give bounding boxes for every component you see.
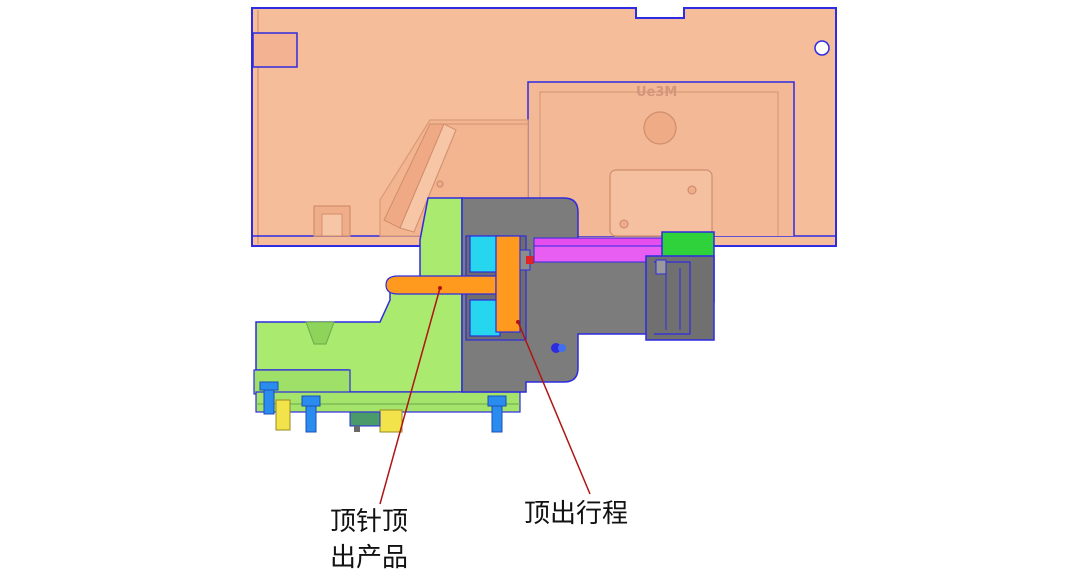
upper-mold-plate: Ue3M (251, 7, 837, 247)
fasteners (259, 381, 507, 433)
drive-rod (533, 237, 663, 263)
label-ejection-stroke: 顶出行程 (524, 499, 629, 529)
cyan-ejector-guide (469, 235, 501, 337)
leader-line-ejection-stroke (517, 321, 591, 495)
leader-line-ejector-pin (379, 287, 441, 505)
ejector-pin (385, 235, 534, 333)
label-ejector-pin-line2: 出产品 (330, 543, 409, 573)
leader-lines (379, 286, 591, 505)
label-ejector-pin-line1: 顶针顶 (330, 507, 409, 537)
engraved-mark: Ue3M (636, 85, 677, 100)
lock-block (645, 231, 715, 341)
